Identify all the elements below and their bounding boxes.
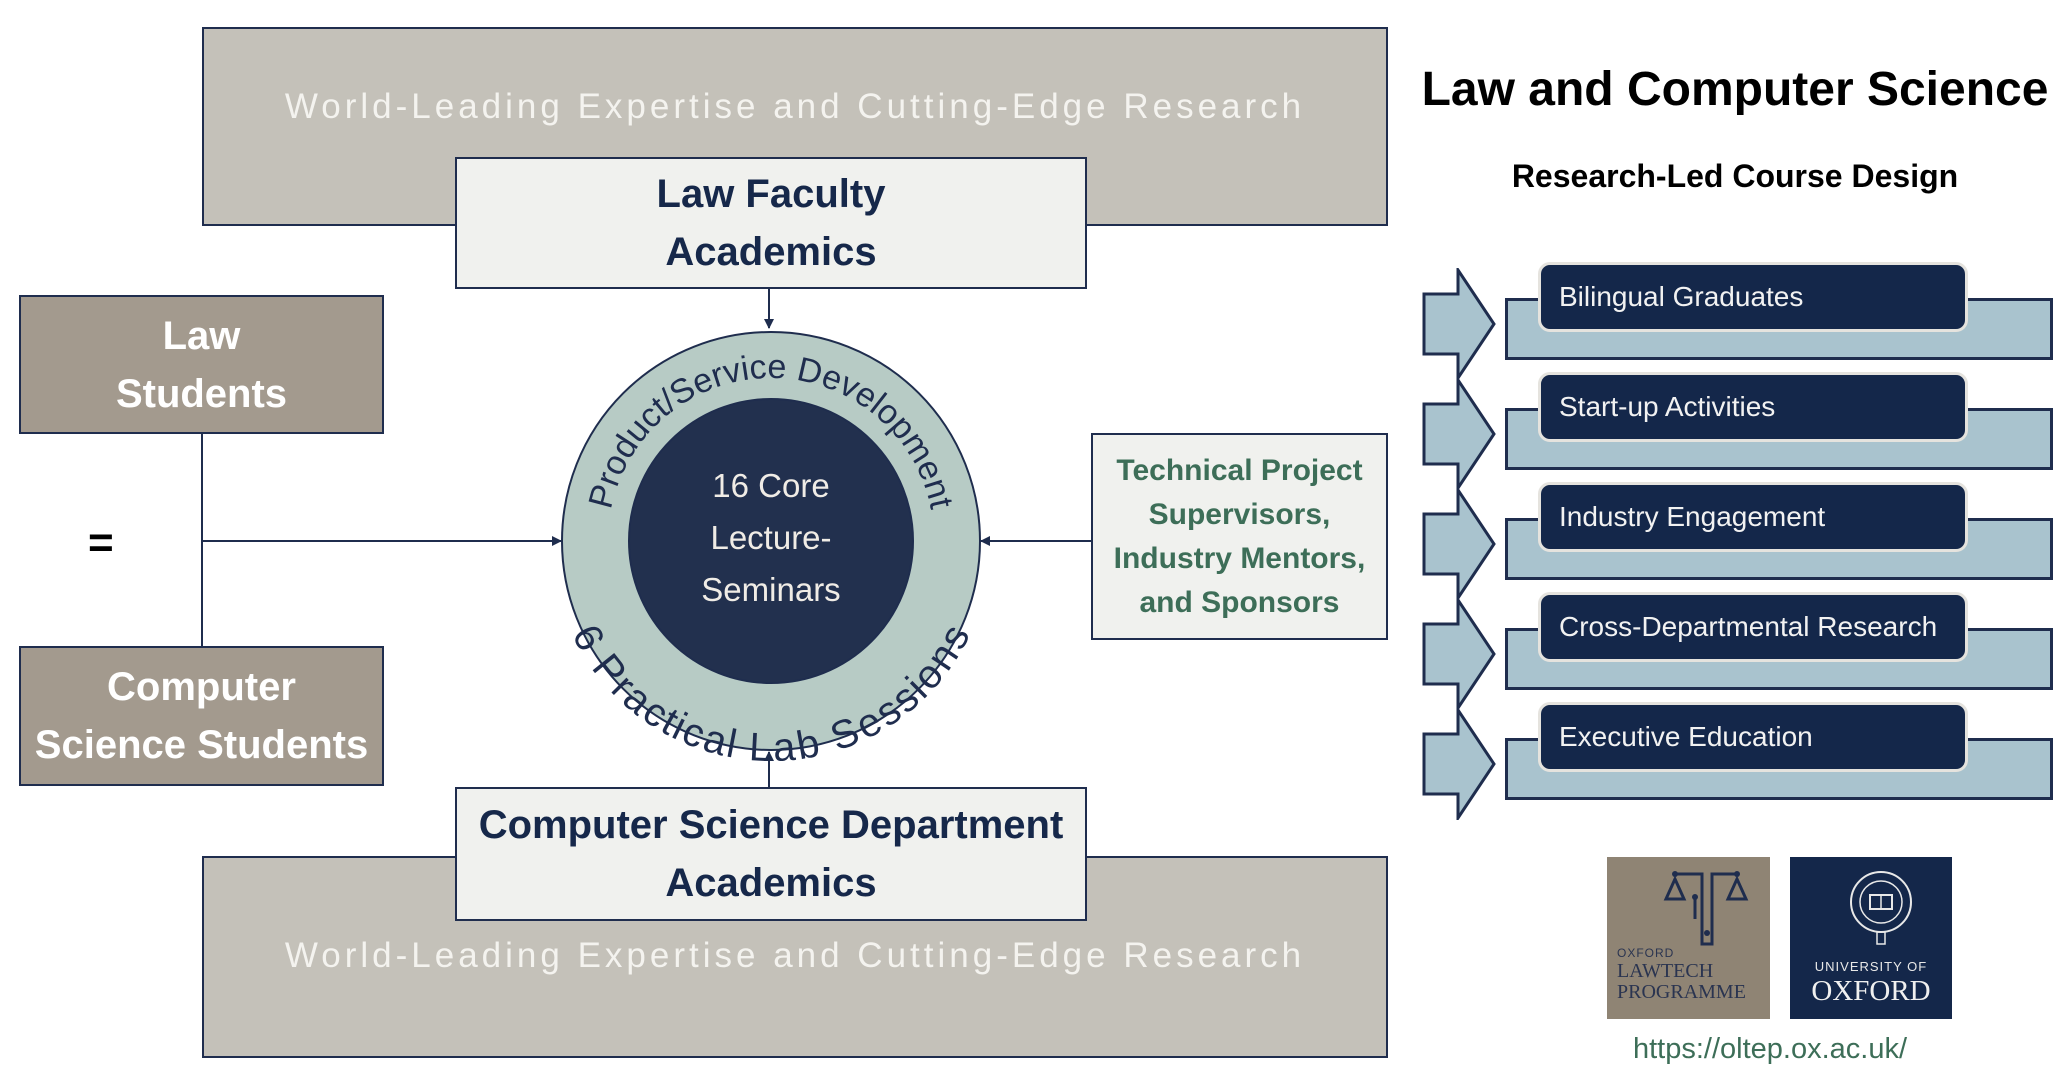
cs-department-line1: Computer Science Department xyxy=(478,803,1064,847)
technical-line2: Supervisors, xyxy=(1148,497,1331,531)
outcome-label-box: Executive Education xyxy=(1538,702,1968,772)
law-students-line2: Students xyxy=(115,371,288,416)
website-link[interactable]: https://oltep.ox.ac.uk/ xyxy=(1633,1033,1908,1065)
arrow-icon xyxy=(1422,598,1496,710)
outcome-label-box: Start-up Activities xyxy=(1538,372,1968,442)
scales-icon xyxy=(1663,871,1749,946)
technical-line3: Industry Mentors, xyxy=(1113,541,1366,575)
lawtech-line2: LAWTECH xyxy=(1617,960,1714,982)
arrow-icon xyxy=(1422,268,1496,380)
cs-students-line1: Computer xyxy=(107,665,296,709)
technical-supervisors-box: Technical Project Supervisors, Industry … xyxy=(1091,433,1388,640)
course-circle: Product/Service Development 6 Practical … xyxy=(561,331,981,761)
technical-line1: Technical Project xyxy=(1116,453,1363,487)
top-band-text: World-Leading Expertise and Cutting-Edge… xyxy=(284,87,1306,126)
arrow-icon xyxy=(1422,708,1496,820)
outcome-label: Executive Education xyxy=(1559,721,1813,752)
outcome-label: Cross-Departmental Research xyxy=(1559,611,1938,642)
oxford-lawtech-logo: OXFORD LAWTECH PROGRAMME xyxy=(1607,857,1770,1019)
outcome-label: Industry Engagement xyxy=(1559,501,1826,532)
inner-core xyxy=(628,398,914,684)
bottom-band-text: World-Leading Expertise and Cutting-Edge… xyxy=(284,936,1306,975)
technical-line4: and Sponsors xyxy=(1139,585,1340,619)
cs-department-line2: Academics xyxy=(665,861,877,905)
lawtech-line1: OXFORD xyxy=(1617,946,1675,960)
outcome-label: Start-up Activities xyxy=(1559,391,1776,422)
law-students-line1: Law xyxy=(162,313,241,358)
law-faculty-line2: Academics xyxy=(665,230,877,274)
outcome-label-box: Industry Engagement xyxy=(1538,482,1968,552)
university-of-oxford-logo: UNIVERSITY OF OXFORD xyxy=(1790,857,1952,1019)
cs-students-line2: Science Students xyxy=(34,723,369,767)
page-subtitle: Research-Led Course Design xyxy=(1511,158,1959,194)
inner-line1: 16 Core xyxy=(712,467,829,504)
lawtech-line3: PROGRAMME xyxy=(1617,981,1746,1003)
inner-line3: Seminars xyxy=(701,571,840,608)
oxford-crest-icon xyxy=(1850,871,1912,945)
outcome-label-box: Cross-Departmental Research xyxy=(1538,592,1968,662)
arrow-icon xyxy=(1422,378,1496,490)
inner-line2: Lecture- xyxy=(710,519,831,556)
outcome-label-box: Bilingual Graduates xyxy=(1538,262,1968,332)
page-title: Law and Computer Science xyxy=(1421,63,2049,116)
oxford-line1: UNIVERSITY OF xyxy=(1814,959,1928,974)
oxford-line2: OXFORD xyxy=(1811,975,1931,1007)
equals-sign: = xyxy=(88,518,114,567)
arrow-icon xyxy=(1422,488,1496,600)
law-faculty-line1: Law Faculty xyxy=(656,172,886,216)
outcome-label: Bilingual Graduates xyxy=(1559,281,1804,312)
